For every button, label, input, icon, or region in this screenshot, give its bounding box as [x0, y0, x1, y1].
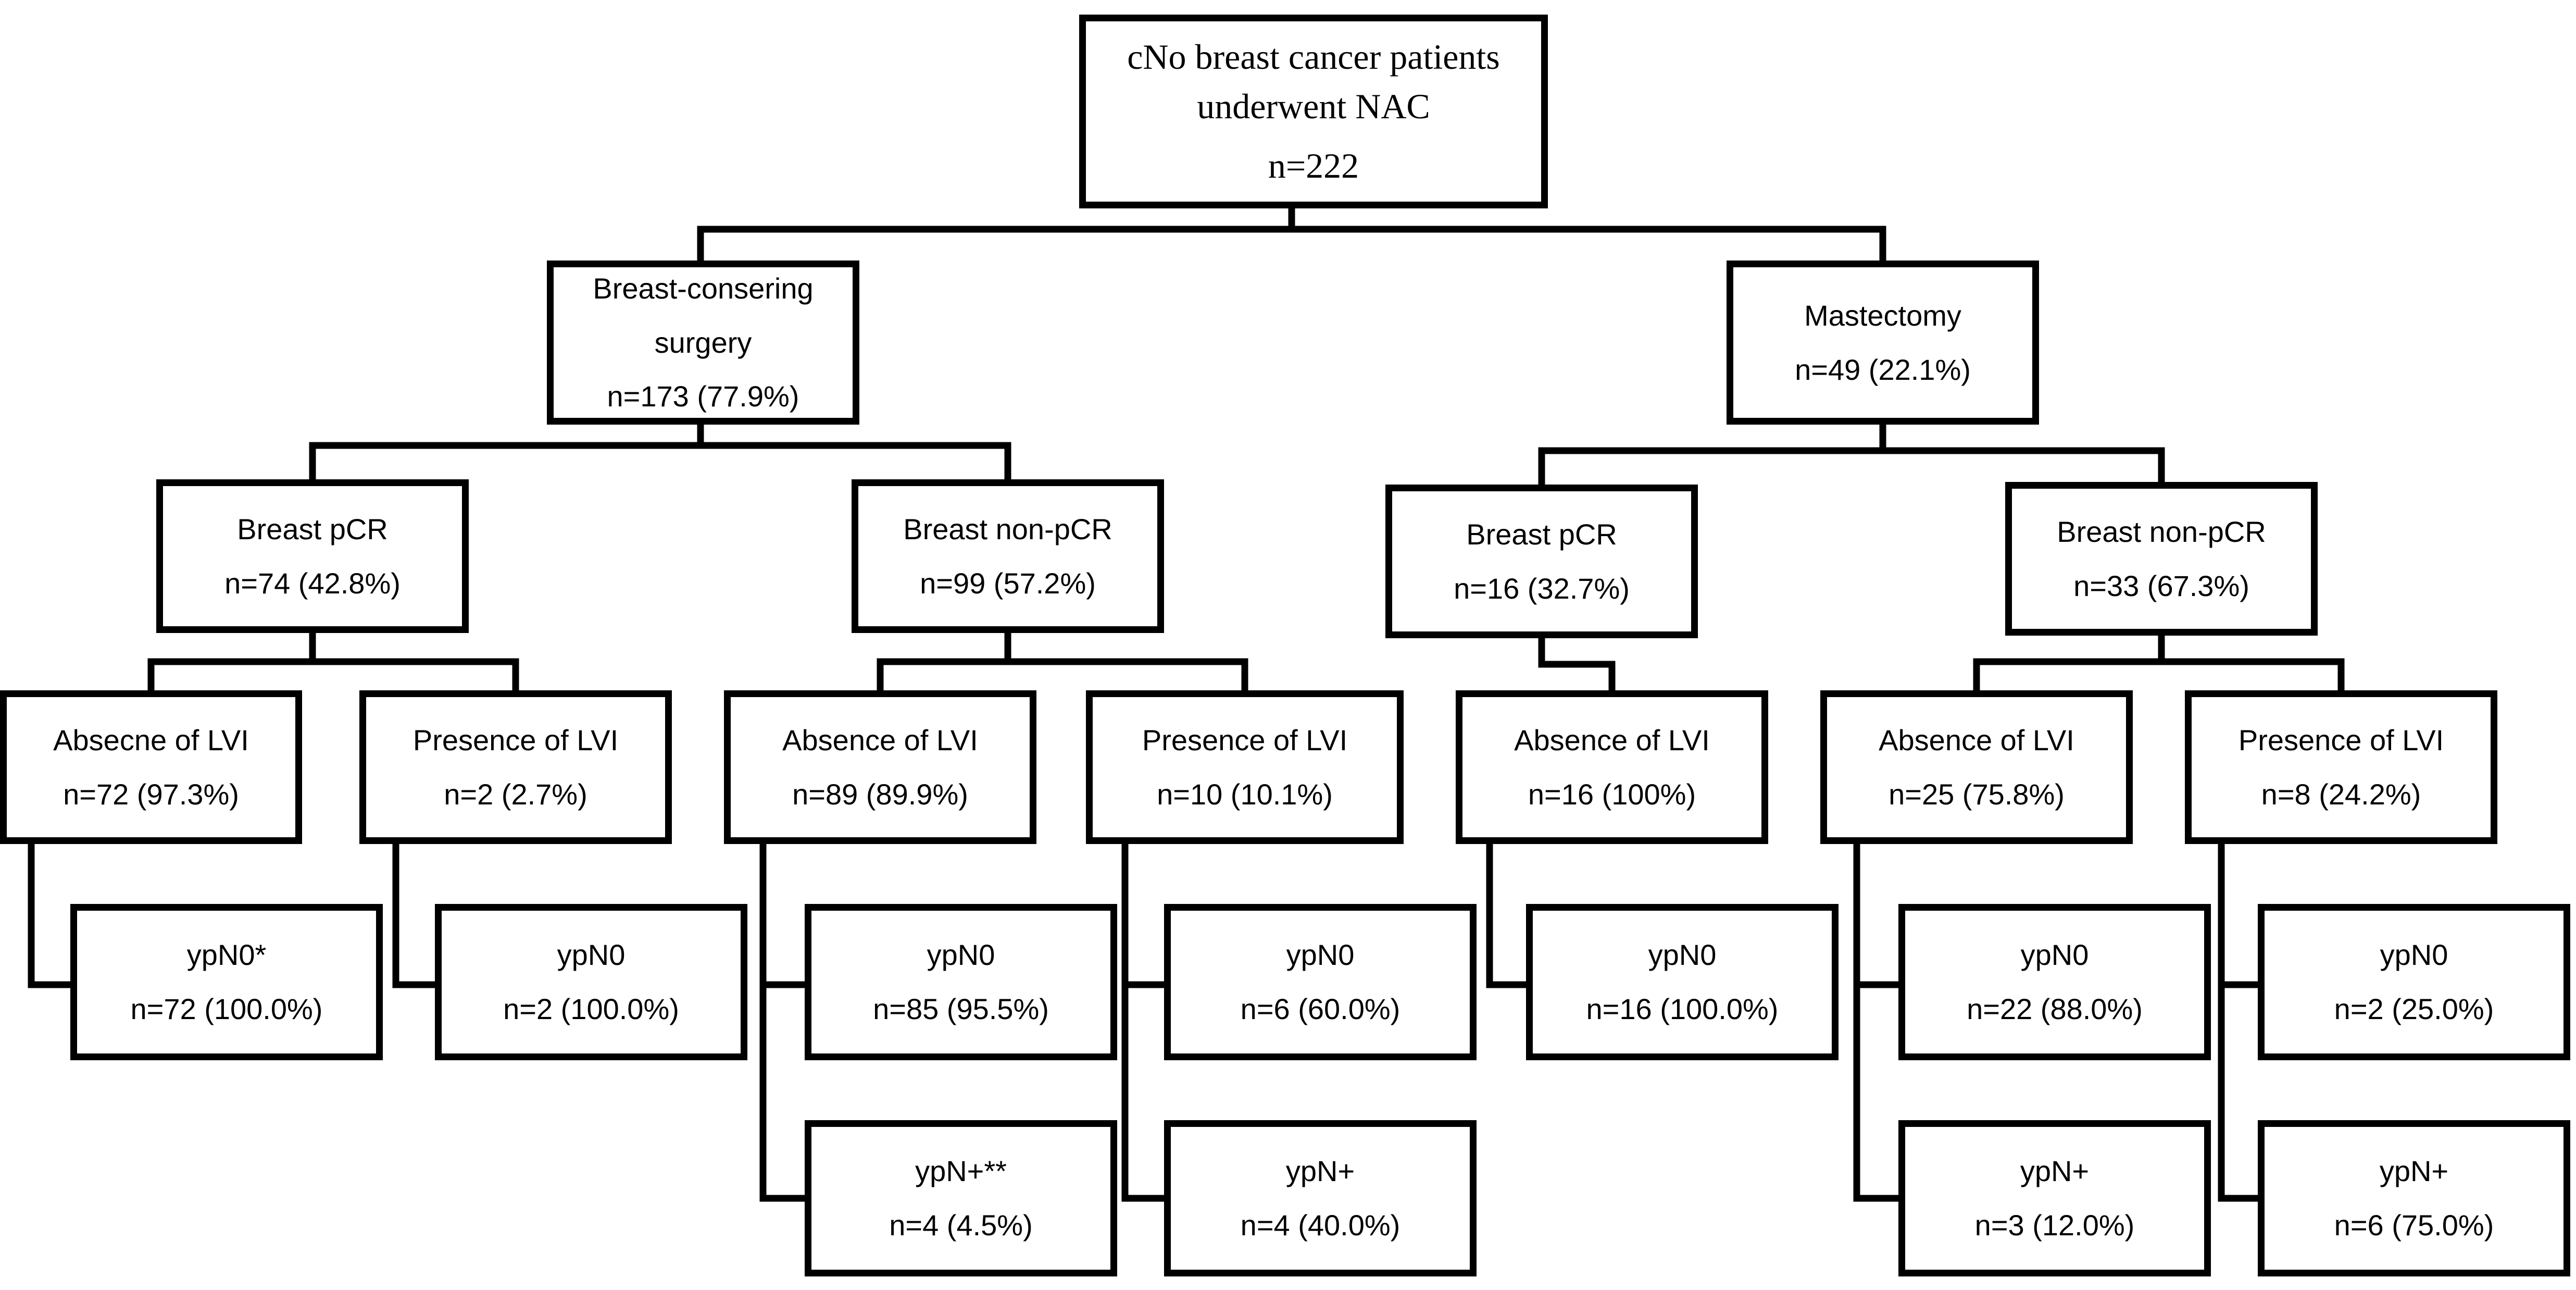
outcome-node-6: ypN+ n=4 (40.0%) [1164, 1120, 1477, 1276]
outcome-count-7: n=16 (100.0%) [1586, 993, 1779, 1025]
m-non-pcr-count: n=33 (67.3%) [2073, 569, 2249, 602]
outcome-label-6: ypN+ [1285, 1155, 1355, 1188]
bcs-count: n=173 (77.9%) [607, 380, 799, 413]
m-pcr-count: n=16 (32.7%) [1454, 572, 1630, 605]
outcome-count-4: n=4 (4.5%) [889, 1209, 1033, 1242]
outcome-count-8: n=22 (88.0%) [1967, 993, 2143, 1025]
lvi-label-5: Absence of LVI [1514, 723, 1710, 756]
mastectomy-count: n=49 (22.1%) [1795, 353, 1971, 386]
mastectomy-breast-non-pcr-node: Breast non-pCR n=33 (67.3%) [2005, 482, 2318, 636]
bcs-non-pcr-count: n=99 (57.2%) [920, 566, 1096, 600]
outcome-node-8: ypN0 n=22 (88.0%) [1898, 904, 2211, 1060]
lvi-label-4: Presence of LVI [1142, 723, 1348, 756]
outcome-label-1: ypN0* [186, 938, 267, 972]
bcs-breast-pcr-node: Breast pCR n=74 (42.8%) [156, 479, 469, 633]
lvi-count-2: n=2 (2.7%) [444, 777, 587, 811]
mastectomy-label: Mastectomy [1804, 299, 1961, 332]
lvi-node-2: Presence of LVI n=2 (2.7%) [359, 690, 672, 844]
outcome-label-2: ypN0 [557, 938, 626, 972]
bcs-label-line2: surgery [654, 326, 752, 359]
outcome-count-2: n=2 (100.0%) [503, 993, 679, 1025]
outcome-node-3: ypN0 n=85 (95.5%) [805, 904, 1117, 1060]
outcome-node-9: ypN+ n=3 (12.0%) [1898, 1120, 2211, 1276]
outcome-node-10: ypN0 n=2 (25.0%) [2258, 904, 2570, 1060]
outcome-label-9: ypN+ [2020, 1155, 2090, 1188]
outcome-label-8: ypN0 [2020, 938, 2089, 972]
outcome-count-1: n=72 (100.0%) [130, 993, 323, 1025]
outcome-label-4: ypN+** [915, 1155, 1007, 1188]
outcome-node-11: ypN+ n=6 (75.0%) [2258, 1120, 2570, 1276]
outcome-count-9: n=3 (12.0%) [1974, 1209, 2135, 1242]
bcs-label-line1: Breast-consering [593, 272, 814, 305]
bcs-pcr-label: Breast pCR [237, 512, 388, 545]
root-node: cNo breast cancer patients underwent NAC… [1079, 15, 1548, 208]
outcome-label-3: ypN0 [927, 938, 995, 972]
breast-conserving-surgery-node: Breast-consering surgery n=173 (77.9%) [547, 261, 859, 425]
lvi-node-3: Absence of LVI n=89 (89.9%) [724, 690, 1036, 844]
lvi-label-3: Absence of LVI [782, 723, 978, 756]
outcome-node-7: ypN0 n=16 (100.0%) [1526, 904, 1839, 1060]
m-pcr-label: Breast pCR [1466, 517, 1617, 551]
mastectomy-node: Mastectomy n=49 (22.1%) [1727, 261, 2039, 425]
outcome-count-11: n=6 (75.0%) [2334, 1209, 2494, 1242]
outcome-count-6: n=4 (40.0%) [1240, 1209, 1400, 1242]
lvi-node-1: Absecne of LVI n=72 (97.3%) [0, 690, 302, 844]
bcs-breast-non-pcr-node: Breast non-pCR n=99 (57.2%) [852, 479, 1164, 633]
lvi-label-7: Presence of LVI [2238, 723, 2444, 756]
outcome-count-5: n=6 (60.0%) [1240, 993, 1400, 1025]
root-title-line2: underwent NAC [1197, 86, 1430, 127]
outcome-count-3: n=85 (95.5%) [873, 993, 1049, 1025]
lvi-count-7: n=8 (24.2%) [2261, 777, 2421, 811]
lvi-node-6: Absence of LVI n=25 (75.8%) [1820, 690, 2133, 844]
lvi-count-6: n=25 (75.8%) [1889, 777, 2065, 811]
outcome-node-4: ypN+** n=4 (4.5%) [805, 1120, 1117, 1276]
lvi-count-4: n=10 (10.1%) [1157, 777, 1333, 811]
lvi-label-1: Absecne of LVI [53, 723, 249, 756]
m-non-pcr-label: Breast non-pCR [2057, 515, 2266, 548]
bcs-non-pcr-label: Breast non-pCR [903, 512, 1112, 545]
lvi-count-1: n=72 (97.3%) [63, 777, 239, 811]
lvi-label-6: Absence of LVI [1879, 723, 2074, 756]
outcome-label-10: ypN0 [2380, 938, 2448, 972]
outcome-label-7: ypN0 [1648, 938, 1717, 972]
outcome-node-5: ypN0 n=6 (60.0%) [1164, 904, 1477, 1060]
outcome-label-11: ypN+ [2379, 1155, 2449, 1188]
mastectomy-breast-pcr-node: Breast pCR n=16 (32.7%) [1385, 485, 1698, 638]
outcome-count-10: n=2 (25.0%) [2334, 993, 2494, 1025]
lvi-count-3: n=89 (89.9%) [792, 777, 968, 811]
root-count: n=222 [1268, 145, 1359, 185]
lvi-label-2: Presence of LVI [412, 723, 619, 756]
outcome-label-5: ypN0 [1286, 938, 1355, 972]
lvi-count-5: n=16 (100%) [1528, 777, 1696, 811]
root-title-line1: cNo breast cancer patients [1127, 37, 1500, 77]
lvi-node-7: Presence of LVI n=8 (24.2%) [2185, 690, 2497, 844]
outcome-node-1: ypN0* n=72 (100.0%) [70, 904, 383, 1060]
lvi-node-5: Absence of LVI n=16 (100%) [1456, 690, 1768, 844]
outcome-node-2: ypN0 n=2 (100.0%) [435, 904, 747, 1060]
lvi-node-4: Presence of LVI n=10 (10.1%) [1086, 690, 1404, 844]
bcs-pcr-count: n=74 (42.8%) [224, 566, 401, 600]
